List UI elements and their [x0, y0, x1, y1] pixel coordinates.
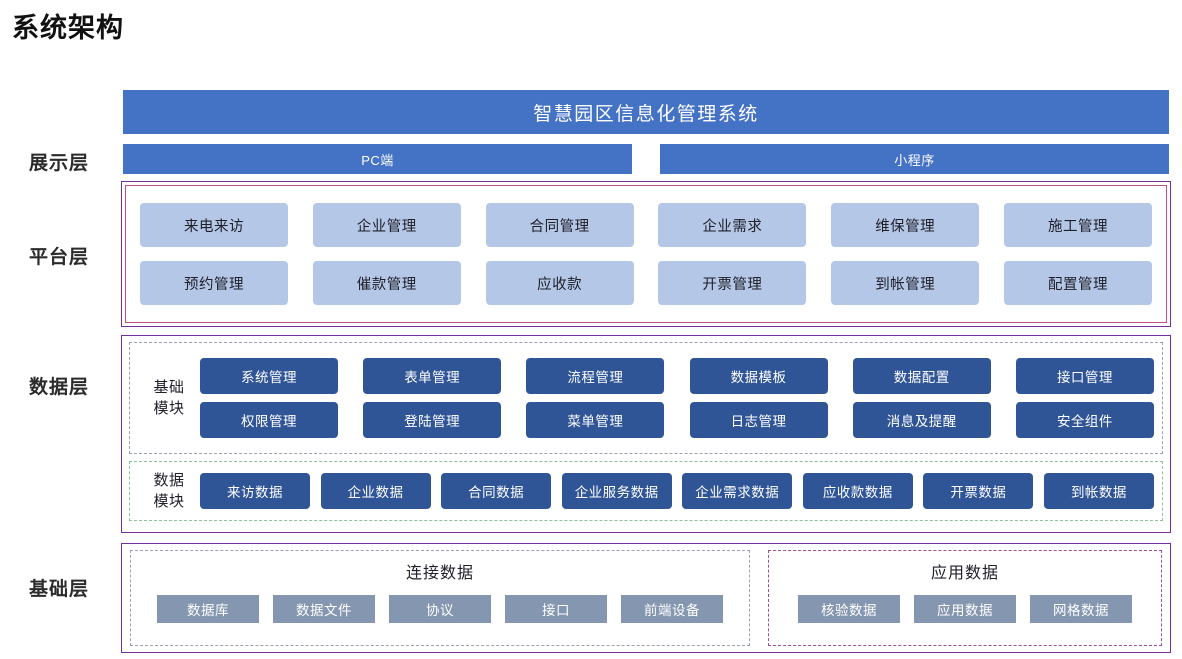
base-layer-frame: 连接数据 数据库 数据文件 协议 接口 前端设备 应用数据 核验数据 应用数据 … — [121, 543, 1171, 653]
data-module-visit[interactable]: 来访数据 — [200, 473, 310, 509]
system-title-bar: 智慧园区信息化管理系统 — [123, 90, 1169, 134]
data-module-tag-line1: 数据 — [153, 472, 185, 489]
connect-interface[interactable]: 接口 — [505, 595, 607, 623]
connect-data-file[interactable]: 数据文件 — [273, 595, 375, 623]
connect-data-title: 连接数据 — [405, 565, 474, 582]
basic-module-row-2: 权限管理 登陆管理 菜单管理 日志管理 消息及提醒 安全组件 — [200, 402, 1154, 438]
connect-data-row: 数据库 数据文件 协议 接口 前端设备 — [157, 595, 723, 623]
basic-module-body: 系统管理 表单管理 流程管理 数据模板 数据配置 接口管理 权限管理 登陆管理 … — [200, 358, 1154, 438]
data-layer-frame: 基础 模块 系统管理 表单管理 流程管理 数据模板 数据配置 接口管理 权限管理… — [121, 335, 1171, 533]
basic-module-interface[interactable]: 接口管理 — [1015, 358, 1154, 394]
platform-row-1: 来电来访 企业管理 合同管理 企业需求 维保管理 施工管理 — [140, 203, 1152, 247]
platform-module-appointment[interactable]: 预约管理 — [140, 261, 288, 305]
basic-module-security[interactable]: 安全组件 — [1015, 402, 1154, 438]
basic-module-group: 基础 模块 系统管理 表单管理 流程管理 数据模板 数据配置 接口管理 权限管理… — [129, 342, 1163, 454]
basic-module-form[interactable]: 表单管理 — [363, 358, 502, 394]
channel-pc[interactable]: PC端 — [123, 144, 632, 174]
basic-module-process[interactable]: 流程管理 — [526, 358, 665, 394]
platform-layer-frame: 来电来访 企业管理 合同管理 企业需求 维保管理 施工管理 预约管理 催款管理 … — [121, 181, 1171, 327]
connect-protocol[interactable]: 协议 — [389, 595, 491, 623]
data-module-group: 数据 模块 来访数据 企业数据 合同数据 企业服务数据 企业需求数据 应收款数据… — [129, 461, 1163, 521]
layer-label-presentation: 展示层 — [28, 153, 89, 174]
platform-module-payment[interactable]: 到帐管理 — [831, 261, 980, 305]
platform-module-enterprise-need[interactable]: 企业需求 — [658, 203, 807, 247]
platform-module-maintenance[interactable]: 维保管理 — [831, 203, 980, 247]
data-module-row: 来访数据 企业数据 合同数据 企业服务数据 企业需求数据 应收款数据 开票数据 … — [200, 473, 1154, 509]
platform-module-call-visit[interactable]: 来电来访 — [140, 203, 288, 247]
basic-module-log[interactable]: 日志管理 — [689, 402, 828, 438]
layer-label-data: 数据层 — [28, 377, 89, 398]
platform-layer-inner: 来电来访 企业管理 合同管理 企业需求 维保管理 施工管理 预约管理 催款管理 … — [125, 185, 1167, 323]
platform-module-invoicing[interactable]: 开票管理 — [658, 261, 807, 305]
data-module-contract[interactable]: 合同数据 — [441, 473, 552, 509]
apply-data-title: 应用数据 — [930, 565, 999, 582]
apply-data-group: 应用数据 核验数据 应用数据 网格数据 — [768, 550, 1162, 646]
basic-module-login[interactable]: 登陆管理 — [363, 402, 502, 438]
data-module-body: 来访数据 企业数据 合同数据 企业服务数据 企业需求数据 应收款数据 开票数据 … — [200, 473, 1154, 509]
data-module-enterprise[interactable]: 企业数据 — [320, 473, 431, 509]
platform-module-dunning[interactable]: 催款管理 — [312, 261, 461, 305]
basic-module-tag-line2: 模块 — [153, 400, 185, 417]
data-module-invoice[interactable]: 开票数据 — [923, 473, 1034, 509]
basic-module-data-config[interactable]: 数据配置 — [852, 358, 991, 394]
architecture-diagram: 展示层 平台层 数据层 基础层 智慧园区信息化管理系统 PC端 小程序 来电来访… — [0, 62, 1182, 659]
basic-module-system[interactable]: 系统管理 — [200, 358, 338, 394]
data-module-enterprise-service[interactable]: 企业服务数据 — [561, 473, 672, 509]
basic-module-data-template[interactable]: 数据模板 — [689, 358, 828, 394]
channel-miniapp[interactable]: 小程序 — [660, 144, 1169, 174]
platform-module-config[interactable]: 配置管理 — [1003, 261, 1152, 305]
channel-row: PC端 小程序 — [123, 144, 1169, 174]
platform-module-enterprise[interactable]: 企业管理 — [312, 203, 461, 247]
data-module-tag: 数据 模块 — [138, 470, 200, 512]
page-title: 系统架构 — [12, 13, 124, 43]
layer-label-platform: 平台层 — [28, 247, 89, 268]
platform-row-2: 预约管理 催款管理 应收款 开票管理 到帐管理 配置管理 — [140, 261, 1152, 305]
apply-data-row: 核验数据 应用数据 网格数据 — [798, 595, 1132, 623]
data-module-receivable[interactable]: 应收款数据 — [802, 473, 913, 509]
connect-data-group: 连接数据 数据库 数据文件 协议 接口 前端设备 — [130, 550, 750, 646]
basic-module-menu[interactable]: 菜单管理 — [526, 402, 665, 438]
connect-front-device[interactable]: 前端设备 — [621, 595, 723, 623]
basic-module-tag: 基础 模块 — [138, 377, 200, 419]
platform-module-construction[interactable]: 施工管理 — [1003, 203, 1152, 247]
data-module-payment[interactable]: 到帐数据 — [1043, 473, 1154, 509]
basic-module-tag-line1: 基础 — [153, 379, 185, 396]
basic-module-message[interactable]: 消息及提醒 — [852, 402, 991, 438]
connect-database[interactable]: 数据库 — [157, 595, 259, 623]
basic-module-permission[interactable]: 权限管理 — [200, 402, 338, 438]
layer-label-base: 基础层 — [28, 579, 89, 600]
basic-module-row-1: 系统管理 表单管理 流程管理 数据模板 数据配置 接口管理 — [200, 358, 1154, 394]
platform-module-receivable[interactable]: 应收款 — [485, 261, 634, 305]
apply-verification-data[interactable]: 核验数据 — [798, 595, 900, 623]
data-module-tag-line2: 模块 — [153, 493, 185, 510]
apply-grid-data[interactable]: 网格数据 — [1030, 595, 1132, 623]
data-module-enterprise-need[interactable]: 企业需求数据 — [682, 473, 793, 509]
platform-module-contract[interactable]: 合同管理 — [485, 203, 634, 247]
apply-application-data[interactable]: 应用数据 — [914, 595, 1016, 623]
